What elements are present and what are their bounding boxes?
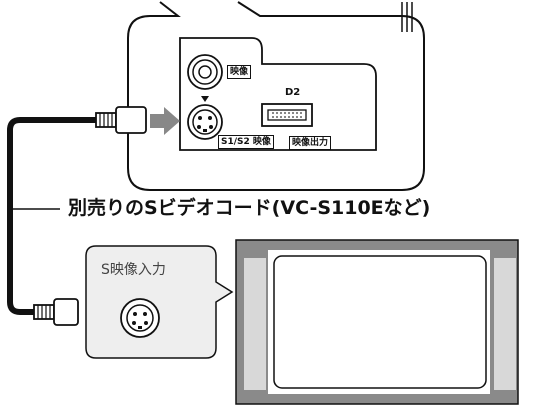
cable-plug-bottom-icon	[33, 298, 79, 326]
d2-connector-icon	[261, 103, 313, 127]
arrow-to-recorder-icon	[150, 107, 180, 135]
tv-s-video-jack-icon	[120, 298, 160, 338]
d2-label: D2	[285, 87, 301, 98]
video-jack-icon	[187, 54, 223, 90]
cable-plug-top-icon	[95, 106, 147, 134]
cable-caption: 別売りのSビデオコード(VC-S110Eなど)	[66, 196, 433, 220]
video-jack-label: 映像	[227, 65, 252, 79]
jack-marker-icon	[201, 96, 209, 102]
tv-s-video-input-label: S映像入力	[101, 262, 166, 278]
video-output-label: 映像出力	[289, 136, 332, 150]
tv-set-icon	[235, 239, 519, 405]
tv-input-callout	[85, 245, 234, 359]
recorder-s-video-jack-icon	[187, 104, 223, 140]
s-video-jack-label: S1/S2 映像	[218, 135, 274, 149]
s-video-cable	[7, 106, 147, 326]
